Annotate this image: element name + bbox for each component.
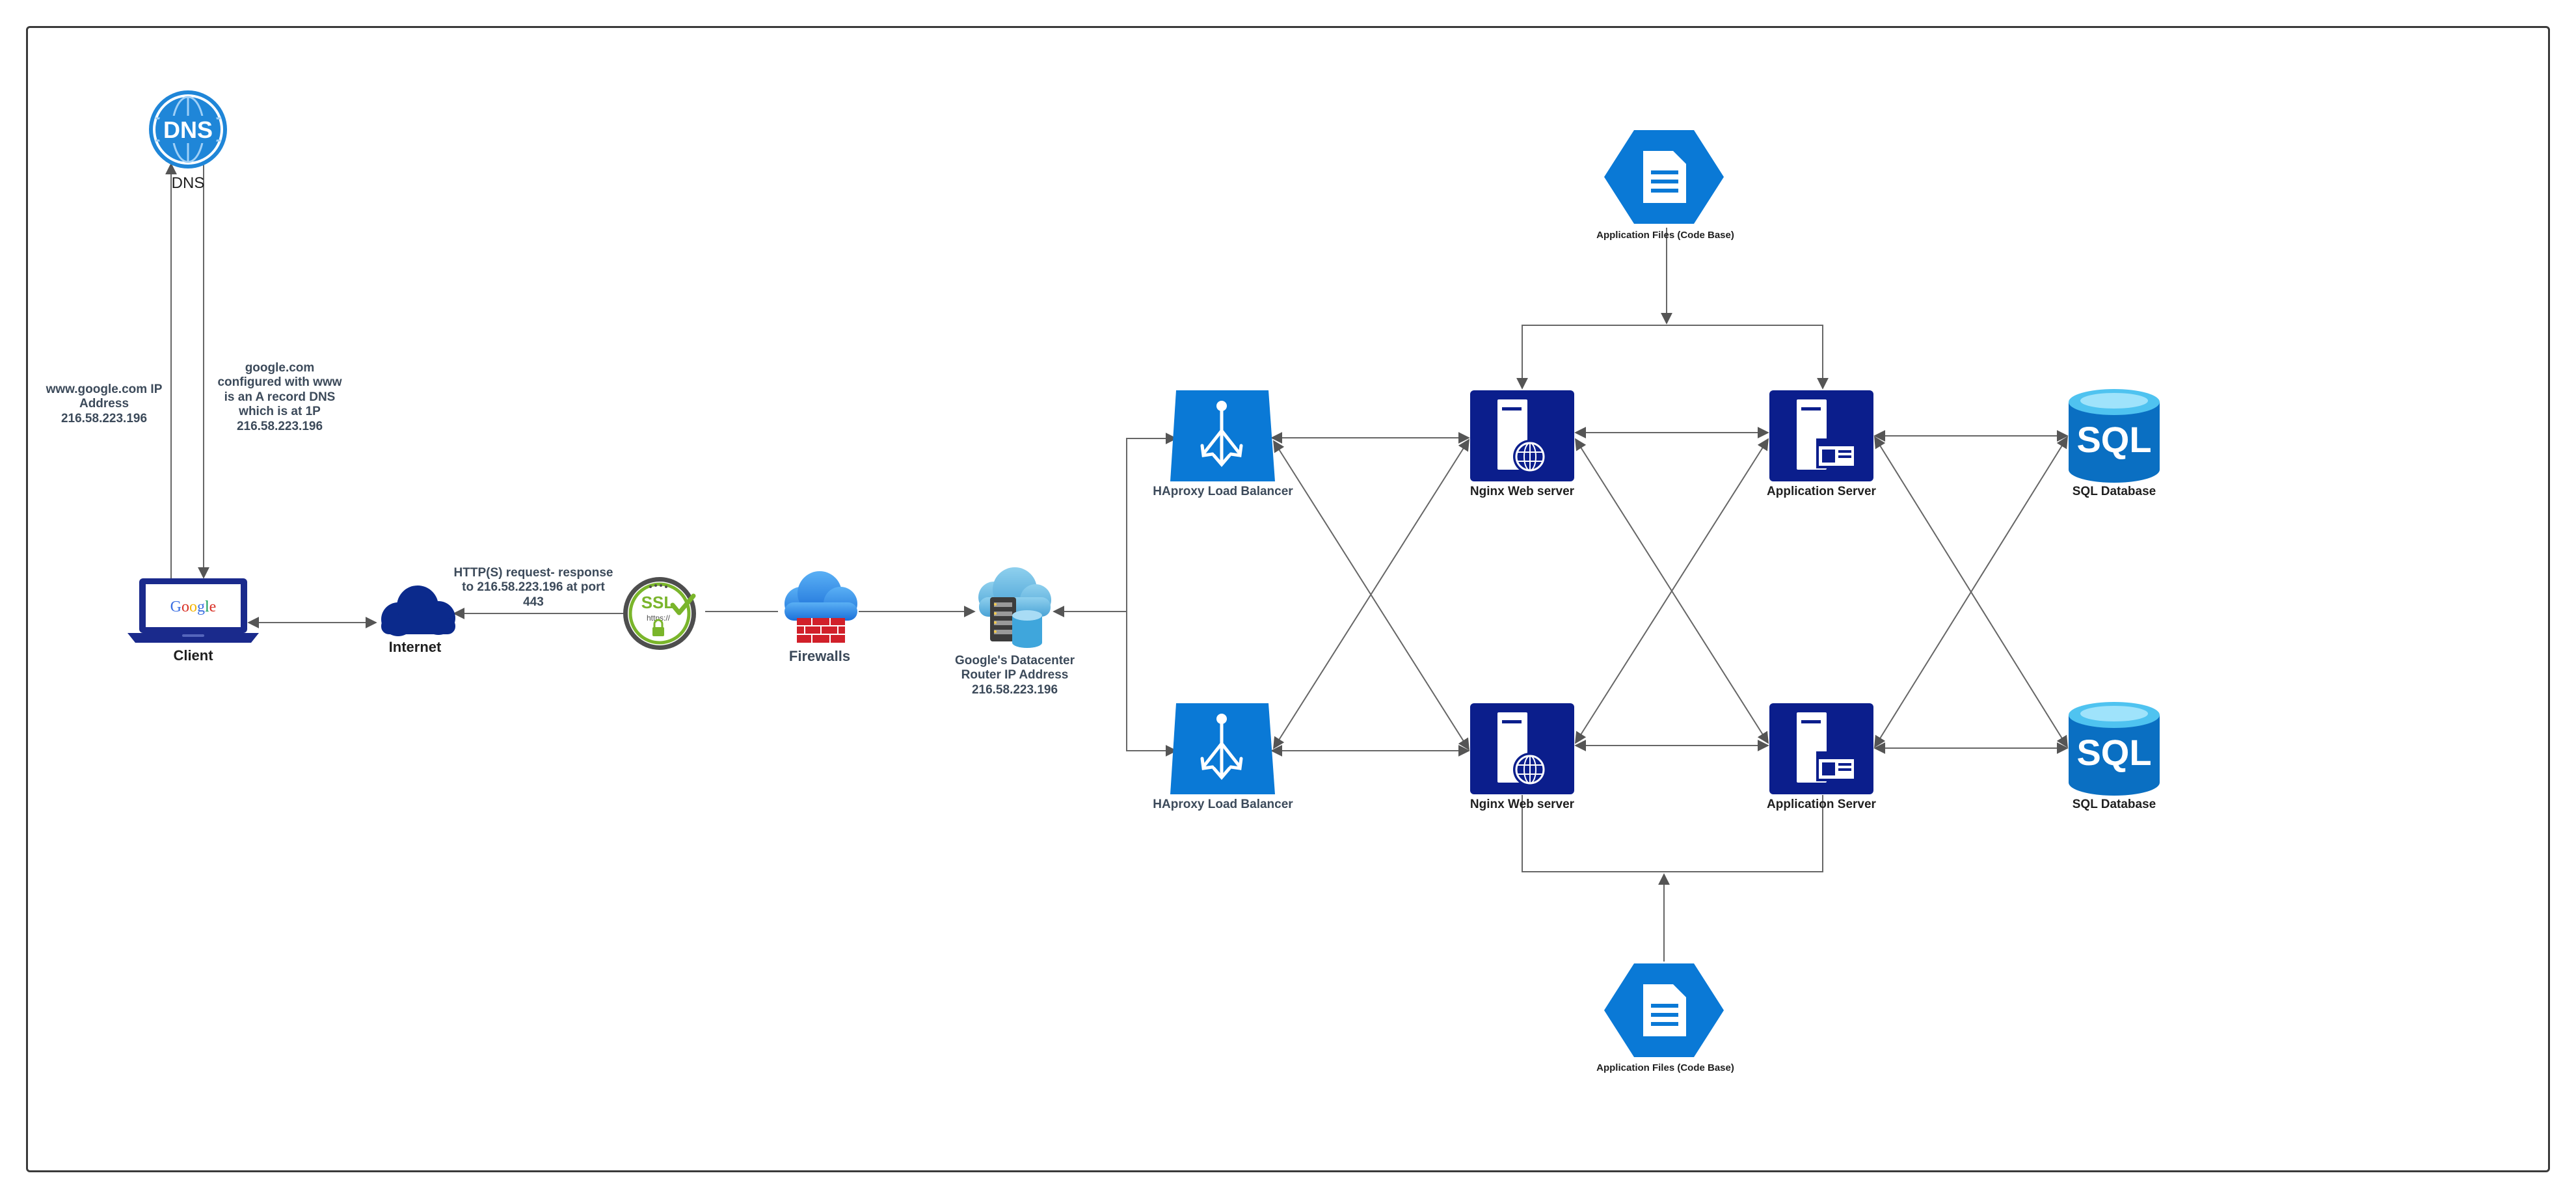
dns-label: DNS: [171, 174, 205, 192]
svg-text:SQL: SQL: [2076, 732, 2151, 773]
firewall-cloud-icon: [785, 571, 857, 643]
sql-bottom-label: SQL Database: [2072, 798, 2156, 811]
client-label: Client: [173, 647, 213, 664]
ip-address-annotation: www.google.com IP Address 216.58.223.196: [46, 383, 163, 425]
lb-bottom-label: HAproxy Load Balancer: [1153, 798, 1293, 811]
connector-router-to-lb-bottom: [1126, 612, 1177, 757]
web-top-label: Nginx Web server: [1469, 485, 1575, 498]
svg-text:https://: https://: [647, 613, 671, 623]
svg-text:SSL: SSL: [641, 593, 675, 612]
datacenter-router-icon: [978, 567, 1051, 648]
svg-text:Google: Google: [170, 598, 217, 615]
ssl-certificate-icon: SSL https://: [623, 577, 696, 650]
lb-top-label: HAproxy Load Balancer: [1153, 485, 1293, 498]
router-label: Google's Datacenter Router IP Address 21…: [954, 654, 1075, 697]
connector-web-bottom-to-files: [1522, 795, 1823, 872]
sql-top-label: SQL Database: [2072, 485, 2156, 498]
connectors: [165, 163, 2069, 962]
svg-text:SQL: SQL: [2076, 419, 2151, 460]
connector-files-top-to-app: [1667, 325, 1829, 390]
cloud-icon: [381, 585, 455, 636]
svg-text:DNS: DNS: [163, 116, 213, 143]
dns-globe-icon: DNS: [149, 90, 227, 168]
files-top-label: Application Files (Code Base): [1596, 230, 1734, 241]
app-server-icon-top: [1769, 390, 1873, 481]
connector-router-to-lb-top: [1126, 433, 1177, 612]
app-top-label: Application Server: [1767, 485, 1876, 498]
web-server-icon-top: [1470, 390, 1574, 481]
load-balancer-icon-bottom: [1170, 703, 1275, 794]
laptop-icon: Google: [127, 578, 259, 643]
web-bottom-label: Nginx Web server: [1469, 798, 1575, 811]
connector-files-top-to-web: [1516, 325, 1667, 390]
app-server-icon-bottom: [1769, 703, 1873, 794]
diagram-frame: [26, 26, 2550, 1172]
http-request-annotation: HTTP(S) request- response to 216.58.223.…: [453, 566, 613, 609]
connector-lbtop-webbottom: [1273, 440, 1469, 751]
connector-appbottom-sqltop: [1874, 436, 2068, 748]
files-bottom-label: Application Files (Code Base): [1596, 1062, 1734, 1073]
connector-lbbottom-webtop: [1273, 438, 1469, 749]
app-bottom-label: Application Server: [1767, 798, 1876, 811]
document-icon-top: [1604, 130, 1724, 224]
sql-database-icon-top: SQL: [2069, 389, 2160, 483]
document-icon-bottom: [1604, 963, 1724, 1057]
connector-webbottom-apptop: [1575, 438, 1769, 744]
sql-database-icon-bottom: SQL: [2069, 702, 2160, 796]
web-server-icon-bottom: [1470, 703, 1574, 794]
internet-label: Internet: [388, 639, 442, 655]
firewalls-label: Firewalls: [788, 648, 851, 664]
dns-record-annotation: google.com configured with www is an A r…: [217, 361, 342, 433]
load-balancer-icon-top: [1170, 390, 1275, 481]
